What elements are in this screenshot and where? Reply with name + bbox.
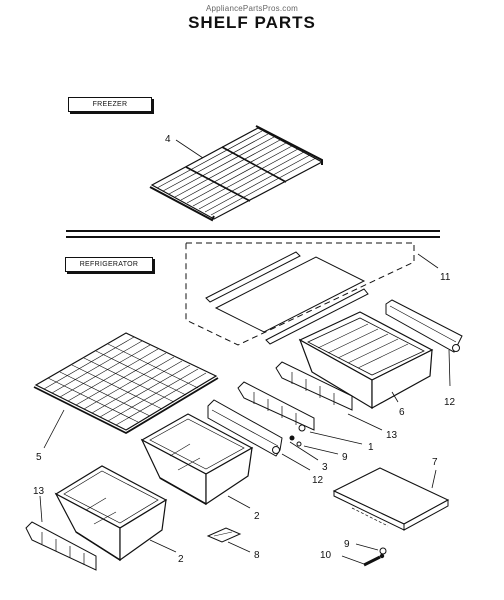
shelf-support-upper [275,361,353,411]
callout-5: 5 [36,452,42,463]
shelf-screw-lower [379,547,387,555]
glass-shelf-assembly-box [185,242,415,346]
separator-line-top [66,230,440,232]
callout-8: 8 [254,550,260,561]
callout-12-upper: 12 [444,397,456,408]
shelf-support-lower [25,521,97,571]
refrigerator-label: REFRIGERATOR [65,257,153,272]
drawer-slide-rail-middle [207,399,283,457]
drawer-slide-rail-right [385,299,463,353]
callout-9-upper: 9 [342,452,348,463]
separator-line-bottom [66,236,440,238]
callout-12-lower: 12 [312,475,324,486]
callout-3: 3 [322,462,328,473]
shelf-support-middle [237,381,315,432]
callout-7: 7 [432,457,438,468]
freezer-label: FREEZER [68,97,152,112]
shelf-screw-middle [289,435,302,447]
watermark: AppliancePartsPros.com [206,4,298,13]
refrigerator-wire-shelf [33,332,219,435]
freezer-wire-shelf [149,125,324,222]
callout-9-lower: 9 [344,539,350,550]
pan-upper [140,413,254,506]
page-title: SHELF PARTS [188,13,316,32]
label-clip [206,527,242,543]
crisper-drawer [298,311,434,410]
shelf-bolt [363,553,385,567]
callout-13-upper: 13 [386,430,398,441]
callout-13-lower: 13 [33,486,45,497]
glass-shelf-panel [332,467,450,531]
callout-6: 6 [399,407,405,418]
callout-10: 10 [320,550,332,561]
callout-4: 4 [165,134,171,145]
pan-lower [54,465,168,562]
callout-2-lower: 2 [178,554,184,565]
callout-11: 11 [440,272,451,283]
callout-1: 1 [368,442,374,453]
callout-2-upper: 2 [254,511,260,522]
